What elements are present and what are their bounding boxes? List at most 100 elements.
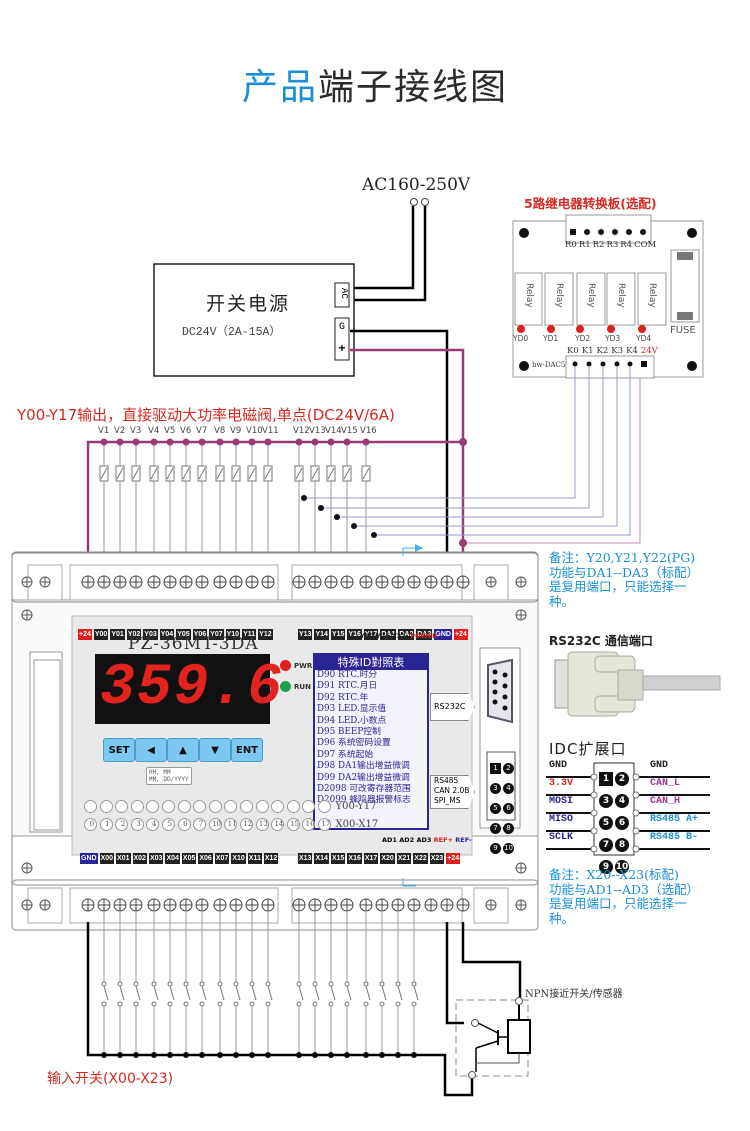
terminal-tag: Y02 <box>126 629 142 640</box>
note-line: 备注：Y20,Y21,Y22(PG) <box>549 550 696 565</box>
valve-label: V8 <box>214 426 226 436</box>
terminal-tag: +24 <box>78 629 92 640</box>
led-number: 16 <box>305 820 315 828</box>
id-table-row: D94 LED.小数点 <box>317 715 387 726</box>
psu-dc-terminal <box>334 317 350 361</box>
io-led <box>146 800 160 813</box>
terminal-tag: X12 <box>263 853 279 864</box>
note-x20-x23: 备注：X20--X23(标配)功能与AD1--AD3（选配）是复用端口，只能选择… <box>549 867 699 926</box>
up-key[interactable]: ▲ <box>167 738 199 762</box>
led-number: 7 <box>198 820 204 828</box>
terminal-tag: X21 <box>396 853 412 864</box>
led-number: 11 <box>227 820 237 828</box>
led-number: 4 <box>151 820 157 828</box>
indicator-label: PWR <box>294 661 313 670</box>
relay-board-title: 5路继电器转换板(选配) <box>524 196 657 211</box>
idc-left-label: MOSI <box>549 796 574 807</box>
relay-led-label: YD0 <box>513 334 529 343</box>
relay-led-label: YD4 <box>636 334 652 343</box>
rs232-section-title: RS232C 通信端口 <box>549 634 653 648</box>
terminal-tag: X14 <box>314 853 329 864</box>
input-switch-group <box>101 912 419 1058</box>
indicator-led-icon <box>280 681 291 692</box>
led-number: 3 <box>136 820 141 828</box>
terminal-tag: X11 <box>247 853 262 864</box>
ent-key[interactable]: ENT <box>231 738 263 762</box>
terminal-tag: Y07 <box>209 629 224 640</box>
key-hint-line2: MM, DD/YYYY <box>149 776 189 783</box>
relay-module: Relay <box>647 283 657 308</box>
terminal-tag: X22 <box>413 853 428 864</box>
terminal-tag: GND <box>80 853 98 864</box>
device-idc-pin: 7 <box>490 823 501 834</box>
note-line: 种。 <box>549 593 575 609</box>
device-idc-pin: 3 <box>490 783 501 794</box>
idc-left-label: SCLK <box>549 832 574 843</box>
terminal-tag: DA1 <box>380 629 397 640</box>
terminal-tag: X07 <box>214 853 230 864</box>
io-led <box>115 818 129 831</box>
id-table-row: D99 DA2输出增益微调 <box>317 772 410 783</box>
sub-ad2: AD2 <box>399 836 415 844</box>
top-sub-labels: Y20 Y21 Y22 POWER <box>360 632 437 640</box>
idc-right-label: GND <box>650 760 669 771</box>
idc-pin: 3 <box>599 794 613 808</box>
io-led <box>193 818 207 831</box>
io-led <box>161 800 175 813</box>
valve-node <box>311 438 319 446</box>
terminal-tag: Y15 <box>330 629 346 640</box>
terminal-tag: GND <box>434 629 452 640</box>
valve-label: V2 <box>114 426 126 436</box>
indicator-pwr: PWR <box>280 660 312 671</box>
idc-left-label: GND <box>549 760 568 771</box>
note-line: 是复用端口，只能选择一 <box>549 896 687 911</box>
id-table-row: D90 RTC.时分 <box>317 670 378 680</box>
relay-module: Relay <box>616 283 626 308</box>
key-hint: HH, MM MM, DD/YYYY <box>146 767 192 785</box>
terminal-tag: +24 <box>446 853 461 864</box>
left-key[interactable]: ◀ <box>135 738 167 762</box>
led-number: 15 <box>290 820 299 828</box>
ac-input-label: AC160-250V <box>362 175 471 195</box>
down-key[interactable]: ▼ <box>199 738 231 762</box>
idc-left-label: MISO <box>549 814 574 825</box>
id-table-row: D2098 可改寄存器范围 <box>317 784 411 795</box>
relay-led-label: YD1 <box>543 334 559 343</box>
terminal-tag: X10 <box>231 853 246 864</box>
set-key[interactable]: SET <box>103 738 135 762</box>
sub-refp: REF+ <box>433 836 453 844</box>
ac-terminal-2 <box>421 198 429 206</box>
idc-pin: 4 <box>615 794 629 808</box>
led-number: 13 <box>258 820 268 828</box>
terminal-tag: X02 <box>132 853 147 864</box>
idc-port-line: CAN 2.0B <box>434 786 470 795</box>
valve-node <box>362 438 370 446</box>
led-number: 2 <box>120 820 126 828</box>
relay-bottom-pin: K0 <box>567 346 579 356</box>
idc-port-line: SPI_MS <box>434 796 461 805</box>
terminal-tag: DA3 <box>416 629 433 640</box>
idc-pin: 8 <box>615 838 629 852</box>
id-table-row: D95 BEEP控制 <box>317 727 381 738</box>
sub-ad3: AD3 <box>416 836 432 844</box>
id-table-row: D98 DA1输出增益微调 <box>317 761 410 772</box>
device-idc-pin: 4 <box>503 783 514 794</box>
display-value: 359.6 <box>100 656 285 721</box>
terminal-tag: DA2 <box>398 629 415 640</box>
valve-bus <box>86 440 463 575</box>
gnd-wire <box>350 329 449 575</box>
note-line: 备注：X20--X23(标配) <box>549 867 679 882</box>
psu-subtitle: DC24V（2A-15A） <box>182 326 281 339</box>
io-led <box>317 800 331 813</box>
note-line: 功能与AD1--AD3（选配） <box>549 881 699 897</box>
y-led-row: Y00-Y17 <box>84 800 376 813</box>
relay-led-label: YD3 <box>605 334 621 343</box>
terminal-tag: Y05 <box>176 629 191 640</box>
id-table-row: D97 系统起始 <box>317 749 374 760</box>
